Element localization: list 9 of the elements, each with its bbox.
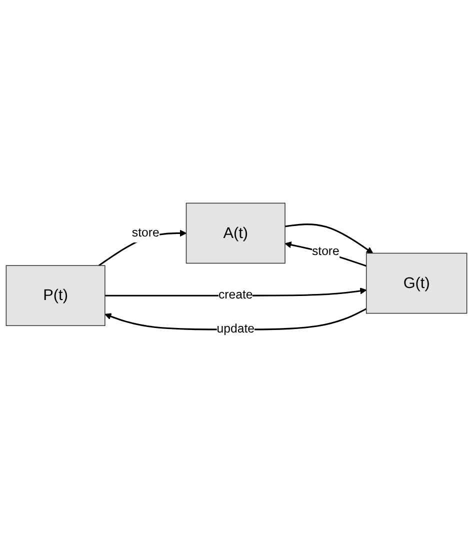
- node-box: P(t): [6, 265, 106, 326]
- arrow: [284, 224, 374, 254]
- edge-label: create: [218, 288, 253, 302]
- arrow: [284, 242, 367, 267]
- node-box: G(t): [366, 252, 468, 314]
- edge-label: store: [132, 226, 160, 240]
- edge-label: store: [312, 245, 340, 258]
- node-box: A(t): [186, 202, 286, 264]
- edge-label: update: [216, 322, 254, 336]
